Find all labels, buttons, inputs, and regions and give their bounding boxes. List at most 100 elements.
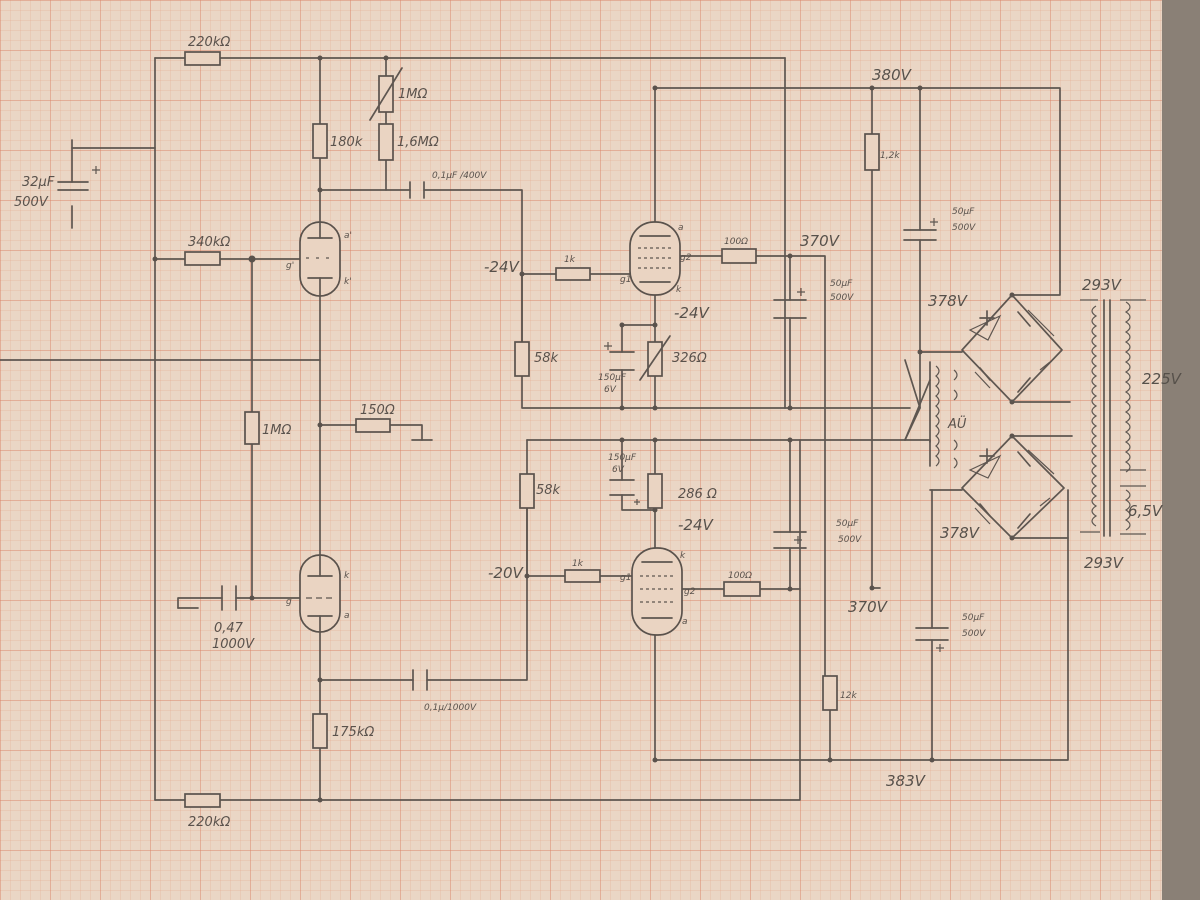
resistor-anode-bottom [312, 713, 328, 749]
label-upper-cathode: 326Ω [672, 351, 707, 366]
label-filter-d: 50μF [962, 613, 985, 623]
bridge-lower [961, 435, 1065, 539]
label-bottom-rail: 383V [886, 772, 927, 790]
desk-edge [1162, 0, 1200, 900]
labels: 220kΩ 220kΩ 340kΩ 1MΩ 180k 1MΩ 1,6MΩ 150… [14, 35, 1183, 830]
label-input-v: 1000V [212, 637, 255, 652]
label-coupling-top: 0,1μF /400V [432, 171, 487, 181]
resistor-series-top [378, 123, 394, 161]
capacitor-coupling-top [409, 181, 425, 199]
tube-lower-triode [299, 554, 341, 633]
resistor-upper-grid-leak [514, 341, 530, 377]
capacitor-filter-b [903, 218, 938, 241]
label-upper-screen: 100Ω [724, 237, 748, 247]
output-transformer [929, 361, 958, 469]
label-lower-screen-v: 370V [848, 598, 889, 616]
label-lower-grid-leak: 58k [536, 483, 561, 498]
capacitor-coupling-bottom [412, 669, 428, 691]
graph-grid [0, 0, 1162, 900]
label-grid-leak: 1MΩ [262, 423, 291, 438]
label-primary-v: 225V [1142, 370, 1183, 388]
label-top-feed: 220kΩ [188, 35, 230, 50]
pin-p2-k: k [680, 551, 686, 561]
label-upper-grid-leak: 58k [534, 351, 559, 366]
resistor-top-feed [184, 51, 221, 66]
label-filter-b: 50μF [952, 207, 975, 217]
label-upper-bypass: 150μF [598, 373, 627, 383]
tube-upper-pentode [629, 221, 681, 296]
tube-lower-pentode [631, 547, 683, 636]
label-lower-screen: 100Ω [728, 571, 752, 581]
label-lower-grid-v: -20V [488, 564, 524, 582]
upper-cathode-arrow [639, 335, 671, 381]
resistors [184, 51, 880, 808]
rectifier-bridges [961, 294, 1065, 539]
label-upper-screen-v: 370V [800, 232, 841, 250]
pin-g-bottom: g [286, 597, 292, 607]
pin-p2-a: a [682, 617, 688, 627]
capacitor-filter-d [915, 627, 949, 652]
label-series-top: 1,6MΩ [397, 135, 439, 150]
pin-p1-k: k [676, 285, 682, 295]
label-filter-d-v: 500V [962, 629, 986, 639]
resistor-anode-top [312, 123, 328, 159]
resistor-grid-in [184, 251, 221, 266]
label-filter-c: 50μF [836, 519, 859, 529]
pin-a-top: a' [344, 231, 352, 241]
label-lower-bridge-v: 378V [940, 524, 981, 542]
bridge-upper [961, 294, 1063, 403]
label-lower-bypass: 150μF [608, 453, 637, 463]
label-input: 0,47 [214, 621, 244, 636]
wires [0, 57, 1073, 801]
label-mid: 150Ω [360, 403, 395, 418]
label-upper-bridge-v: 378V [928, 292, 969, 310]
resistor-upper-grid-stop [555, 267, 591, 281]
label-sec-bottom-v: 293V [1084, 554, 1125, 572]
capacitor-filter-c [773, 531, 807, 549]
label-lower-cathode: 286 Ω [678, 487, 717, 502]
pin-k-bottom: k [344, 571, 350, 581]
mains-transformer [1080, 299, 1146, 537]
label-coupling-bottom: 0,1μ/1000V [424, 703, 477, 713]
resistor-bleeder-top [864, 133, 880, 171]
pin-p1-g1: g1 [620, 275, 631, 285]
label-bleeder-bottom: 12k [840, 691, 857, 701]
label-upper-grid-stop: 1k [564, 255, 576, 265]
label-grid-in: 340kΩ [188, 235, 230, 250]
label-lower-bypass-v: 6V [612, 465, 625, 475]
capacitor-reservoir [57, 139, 100, 229]
capacitor-filter-a [773, 288, 807, 319]
label-bottom-feed: 220kΩ [188, 815, 230, 830]
resistor-upper-screen [721, 248, 757, 264]
capacitor-lower-bypass [609, 479, 640, 505]
label-filter-a-v: 500V [830, 293, 854, 303]
resistor-bottom-feed [184, 793, 221, 808]
label-anode-bottom: 175kΩ [332, 725, 374, 740]
tube-upper-triode [299, 221, 341, 297]
tubes [299, 221, 683, 636]
capacitor-upper-bypass [604, 342, 635, 371]
pin-p2-g1: g1 [620, 573, 631, 583]
label-pot: 1MΩ [398, 87, 427, 102]
label-upper-bypass-v: 6V [604, 385, 617, 395]
label-filter-c-v: 500V [838, 535, 862, 545]
label-reservoir-v: 500V [14, 195, 49, 210]
label-sec-top-v: 293V [1082, 276, 1123, 294]
pin-g-top: g' [286, 261, 294, 271]
resistor-lower-grid-stop [564, 569, 601, 583]
label-filter-a: 50μF [830, 279, 853, 289]
label-upper-cathode-v: -24V [674, 304, 710, 322]
label-lower-grid-stop: 1k [572, 559, 584, 569]
pin-p2-g2: g2 [684, 587, 696, 597]
label-filter-b-v: 500V [952, 223, 976, 233]
resistor-bleeder-bottom [822, 675, 838, 711]
capacitor-input [221, 585, 237, 611]
pot-arrow [369, 67, 403, 121]
pin-p1-a: a [678, 223, 684, 233]
label-top-rail: 380V [872, 66, 913, 84]
label-lower-cathode-v: -24V [678, 516, 714, 534]
label-output-transformer: AÜ [947, 415, 967, 432]
resistor-lower-screen [723, 581, 761, 597]
label-bleeder-top: 1,2k [880, 151, 900, 161]
capacitors [57, 139, 949, 691]
